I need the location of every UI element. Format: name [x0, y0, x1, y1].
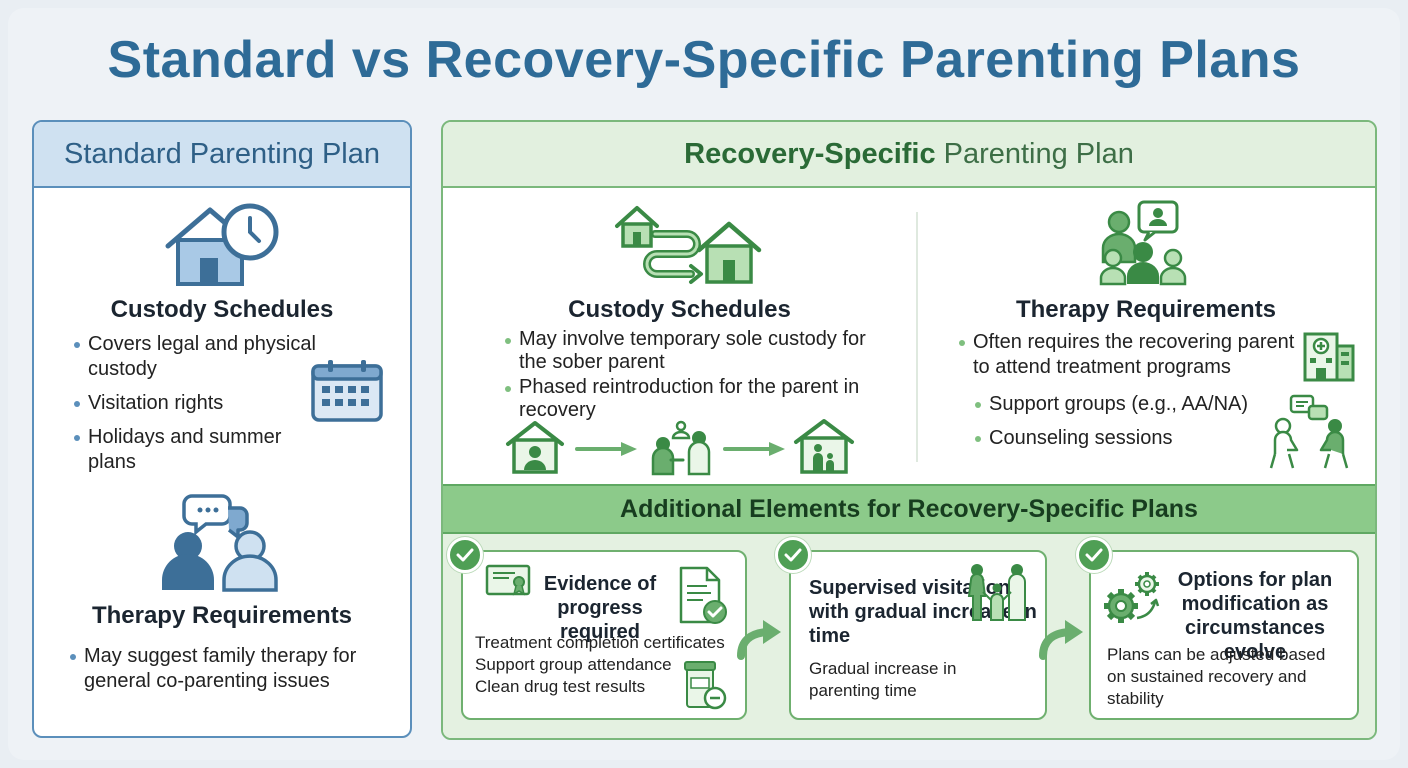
modification-card-text: Plans can be adjusted based on sustained… — [1107, 645, 1326, 708]
list-item: Support groups (e.g., AA/NA) — [973, 392, 1263, 417]
arrow-right-icon — [723, 442, 785, 456]
standard-therapy-list: May suggest family therapy for general c… — [68, 644, 388, 703]
curved-arrow-icon — [1039, 620, 1083, 660]
supervised-card-text: Gradual increase in parenting time — [809, 659, 957, 700]
list-item: Covers legal and physical custody — [72, 332, 332, 382]
plan-modification-card: Options for plan modification as circums… — [1089, 550, 1359, 720]
supervised-visitation-card: Supervised visitation with gradual incre… — [789, 550, 1047, 720]
check-icon — [1076, 537, 1112, 573]
list-item: Counseling sessions — [973, 426, 1263, 451]
gears-icon — [1104, 572, 1160, 623]
list-item: Phased reintroduction for the parent in … — [503, 376, 883, 422]
house-parent-icon — [506, 421, 564, 474]
document-check-icon — [679, 566, 727, 624]
recovery-plan-header: Recovery-Specific Parenting Plan — [443, 122, 1375, 188]
column-divider — [916, 212, 918, 462]
recovery-therapy-list: Often requires the recovering parent to … — [957, 330, 1297, 389]
evidence-line: Treatment completion certificates — [475, 633, 725, 652]
counseling-icon — [1269, 394, 1349, 469]
chat-people-icon — [162, 494, 278, 592]
evidence-card-text: Treatment completion certificates Suppor… — [475, 632, 745, 698]
evidence-card: Evidence of progress required Treatment … — [461, 550, 747, 720]
calendar-icon — [311, 360, 383, 422]
curved-arrow-icon — [737, 620, 781, 660]
standard-plan-header: Standard Parenting Plan — [34, 122, 410, 188]
handoff-icon — [651, 420, 711, 476]
list-item: May suggest family therapy for general c… — [68, 644, 388, 694]
evidence-card-title: Evidence of progress required — [543, 573, 657, 643]
family-icon — [967, 564, 1026, 621]
house-path-icon — [615, 206, 762, 284]
standard-therapy-title: Therapy Requirements — [91, 602, 353, 629]
modification-card-title: Options for plan modification as circums… — [1177, 569, 1333, 663]
additional-elements-header: Additional Elements for Recovery-Specifi… — [443, 484, 1375, 534]
standard-custody-title: Custody Schedules — [110, 296, 334, 323]
evidence-line: Support group attendance — [475, 655, 672, 674]
recovery-plan-panel: Recovery-Specific Parenting Plan Custody… — [441, 120, 1377, 740]
group-chat-icon — [1099, 200, 1187, 286]
recovery-header-bold: Recovery-Specific — [684, 137, 936, 170]
page-title: Standard vs Recovery-Specific Parenting … — [107, 31, 1301, 89]
evidence-line: Clean drug test results — [475, 677, 646, 696]
recovery-custody-title: Custody Schedules — [568, 296, 791, 323]
recovery-therapy-sublist: Support groups (e.g., AA/NA) Counseling … — [973, 392, 1263, 460]
standard-custody-list: Covers legal and physical custody Visita… — [72, 332, 332, 484]
house-family-icon — [794, 419, 854, 474]
test-cup-icon — [684, 661, 727, 710]
hospital-icon — [1303, 332, 1355, 382]
recovery-header-rest: Parenting Plan — [943, 137, 1134, 170]
standard-plan-panel: Standard Parenting Plan Custody Schedule… — [32, 120, 412, 738]
house-clock-icon — [165, 203, 279, 286]
recovery-therapy-title: Therapy Requirements — [1015, 296, 1277, 323]
list-item: May involve temporary sole custody for t… — [503, 328, 883, 374]
check-icon — [447, 537, 483, 573]
list-item: Visitation rights — [72, 391, 332, 416]
certificate-icon — [485, 564, 531, 596]
list-item: Often requires the recovering parent to … — [957, 330, 1297, 380]
arrow-right-icon — [575, 442, 637, 456]
recovery-custody-list: May involve temporary sole custody for t… — [503, 328, 883, 431]
list-item: Holidays and summer plans — [72, 425, 332, 475]
check-icon — [775, 537, 811, 573]
